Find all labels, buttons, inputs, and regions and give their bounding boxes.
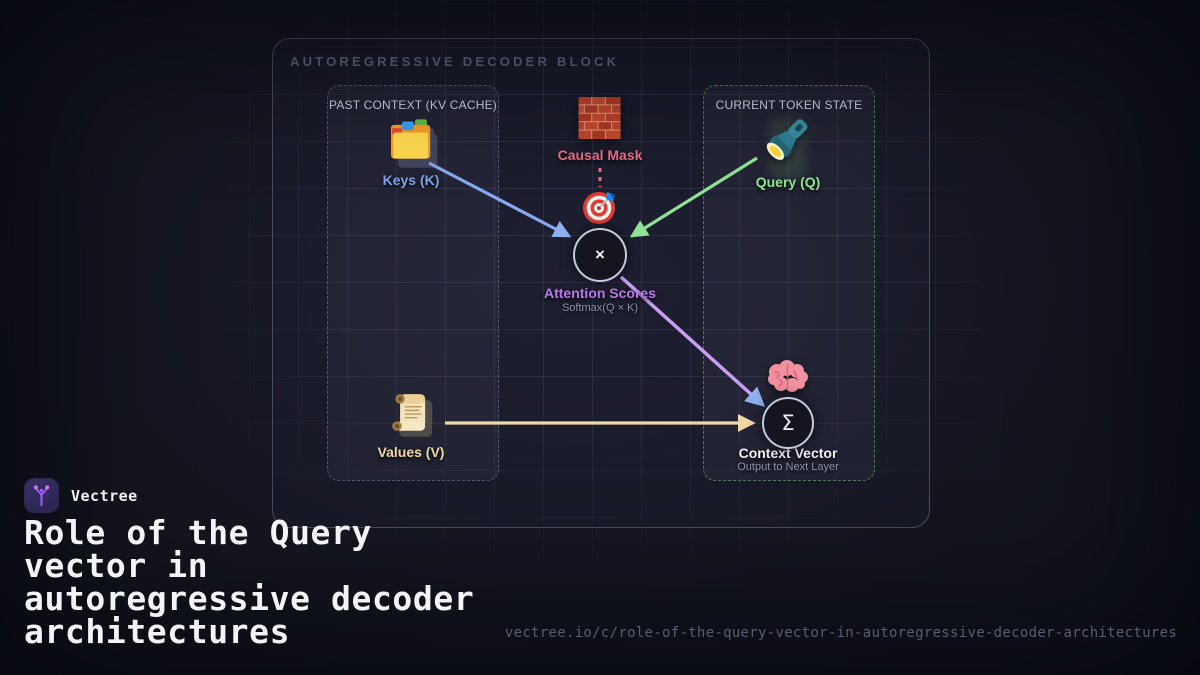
sum-operator: Σ <box>781 411 795 435</box>
arrow-keys-to-attention <box>428 161 572 238</box>
target-dart-icon <box>583 192 615 224</box>
keys-node: Keys (K) <box>382 115 440 188</box>
brick-wall-icon <box>578 97 621 139</box>
values-label: Values (V) <box>377 444 445 460</box>
current-token-panel-label: CURRENT TOKEN STATE <box>715 98 863 112</box>
page-title: Role of the Query vector in autoregressi… <box>24 516 474 648</box>
brain-icon <box>768 360 808 392</box>
target-node <box>580 188 620 228</box>
title-line-2: vector in <box>24 546 209 585</box>
title-line-1: Role of the Query <box>24 513 372 552</box>
multiply-operator: × <box>595 245 605 264</box>
title-line-4: architectures <box>24 612 291 651</box>
title-line-3: autoregressive decoder <box>24 579 475 618</box>
causal-mask-label: Causal Mask <box>557 147 643 163</box>
arrow-attention-to-context <box>619 275 766 407</box>
values-node: Values (V) <box>377 390 445 460</box>
brand-row: Vectree <box>25 479 138 512</box>
attention-scores-label: Attention Scores <box>543 285 657 301</box>
card-index-dividers-icon <box>391 119 431 159</box>
query-label: Query (Q) <box>755 174 821 190</box>
brain-node <box>767 359 809 395</box>
attention-operator-circle: × <box>573 228 627 282</box>
past-context-panel-label: PAST CONTEXT (KV CACHE) <box>329 98 497 112</box>
decoder-block-label: AUTOREGRESSIVE DECODER BLOCK <box>290 54 620 69</box>
keys-label: Keys (K) <box>382 172 440 188</box>
scroll-icon <box>392 394 426 431</box>
context-vector-circle: Σ <box>762 397 814 449</box>
vectree-branch-icon <box>33 485 50 506</box>
autoregressive-decoder-block <box>272 38 930 528</box>
brand-name: Vectree <box>71 486 138 505</box>
canonical-url: vectree.io/c/role-of-the-query-vector-in… <box>504 625 1177 641</box>
context-vector-label: Context Vector <box>738 445 838 461</box>
causal-mask-node: Causal Mask <box>557 97 643 163</box>
flashlight-icon <box>767 119 808 160</box>
output-next-layer-sublabel: Output to Next Layer <box>737 461 839 473</box>
query-node: Query (Q) <box>755 114 821 190</box>
softmax-sublabel: Softmax(Q × K) <box>561 302 639 314</box>
vectree-logo <box>25 479 58 512</box>
arrow-query-to-attention <box>629 156 758 238</box>
